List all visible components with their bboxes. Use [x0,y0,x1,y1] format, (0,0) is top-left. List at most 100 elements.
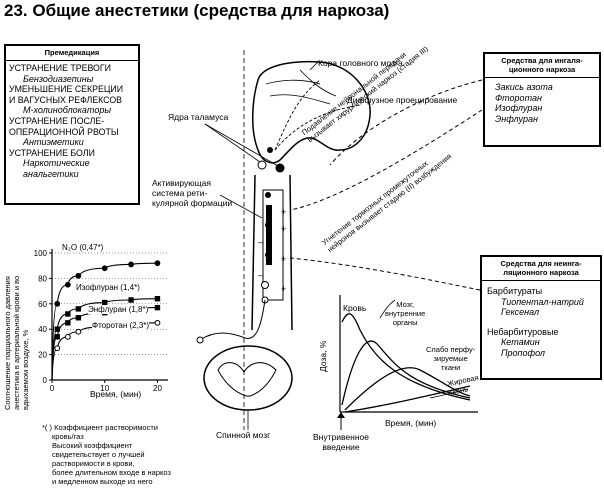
svg-text:+: + [281,254,286,264]
g1-point [154,304,161,311]
g2-xlabel: Время, (мин) [385,418,437,428]
cortex-outline [251,60,371,164]
nonbarbiturates-title: Небарбитуровые [487,326,559,337]
grey-matter [217,362,277,397]
g1-curve-label: Энфлуран (1,8*) [88,305,149,314]
g2-fat-pointer [429,388,469,399]
page-title: 23. Общие анестетики (средства для нарко… [4,1,390,20]
g1-point [75,306,82,312]
drug-item: Кетамин [501,337,540,348]
svg-text:–: – [258,270,263,280]
premedication-line: ОПЕРАЦИОННОЙ РВОТЫ [9,126,119,137]
g2-brain-label: Мозг, внутренние органы [385,300,426,327]
inhalational-arrow-2 [289,109,483,211]
g1-point [64,281,71,288]
g1-curve-label: Изофлуран (1,4*) [76,283,140,292]
cortex-pointer [309,61,319,71]
cortex-folds [265,69,337,105]
thalamus-nucleus-1 [257,160,267,170]
thalamus-label: Ядра таламуса [168,112,229,122]
g2-ylabel: Доза, % [318,340,328,372]
drug-item: Закись азота [495,82,553,92]
g1-point [154,260,161,267]
g1-point [64,333,71,340]
inhalational-box: Средства для ингаля- ционного наркоза За… [483,52,601,147]
g1-point [128,297,134,303]
drug-item: Фторотан [495,92,542,103]
g1-ytick-label: 100 [34,249,48,258]
svg-text:+: + [281,224,286,234]
g1-xtick-label: 0 [50,384,55,393]
reticular-pointer [219,194,263,219]
thalamus-nucleus-3 [267,147,273,153]
g1-ytick-label: 60 [38,300,47,309]
g1-point [65,311,71,317]
g1-xtick-label: 10 [100,384,109,393]
brainstem-outline [251,174,293,331]
diffuse-label: Диффузное проецирование [347,95,458,105]
g1-ytick-label: 80 [38,274,47,283]
g1-ytick-label: 20 [38,351,47,360]
g2-brain-pointer [379,299,396,319]
premedication-line: И ВАГУСНЫХ РЕФЛЕКСОВ [9,94,123,105]
g1-point [102,299,108,306]
svg-text:–: – [258,237,263,247]
diffuse-projection [274,79,361,151]
g1-point [54,345,61,352]
g1-point [75,315,82,321]
cortex-label: Кора головного мозга [318,58,403,68]
premedication-line: УМЕНЬШЕНИЕ СЕКРЕЦИИ [9,84,124,95]
barbiturates-title: Барбитураты [487,286,543,296]
g1-point [54,300,61,307]
noninhalational-header: Средства для неинга- ляционного наркоза [482,257,600,281]
noninhalational-box: Средства для неинга- ляционного наркоза … [480,255,602,380]
premedication-line: УСТРАНЕНИЕ БОЛИ [9,147,95,158]
drug-item: Энфлуран [495,113,538,124]
g1-point [128,261,134,268]
g1-point [65,320,71,326]
g1-point [154,319,161,326]
thalamus-pointer-2 [204,123,279,167]
g2-brain-curve [341,340,471,406]
g1-ylabel: Соотношение парциального давления анесте… [3,275,30,410]
inhalational-header: Средства для ингаля- ционного наркоза [485,54,599,78]
premedication-line: Наркотические [23,158,90,169]
inhalational-arrow-1 [329,79,483,166]
g1-point [75,328,82,335]
spinal-label: Спинной мозг [216,430,271,440]
premedication-line: Антиэметики [23,137,84,148]
g1-xtick-label: 20 [153,384,162,393]
premedication-line: УСТРАНЕНИЕ ПОСЛЕ- [9,115,105,126]
drug-item: Изофлуран [495,103,543,114]
g1-ytick-label: 40 [38,325,47,334]
reticular-label: Активирующая система рети- кулярной форм… [152,178,233,208]
g2-blood-curve [341,313,471,401]
reticular-column [262,189,284,301]
reticular-core [266,205,272,265]
g2-blood-label: Кровь [343,303,367,313]
g2-iv-label: Внутривенное введение [313,432,369,452]
g1-footnote: *( ) Коэффициент растворимости кровь/газ… [42,423,171,486]
sensory-pathway [199,299,266,341]
g1-curve-label: N₂O (0,47*) [62,243,104,252]
premedication-line: анальгетики [23,168,79,179]
g1-xlabel: Время, (мин) [90,389,142,399]
g2-lowperf-label: Слабо перфу- зируемые ткани [426,345,476,372]
premedication-line: Бензодиазепины [23,73,94,84]
g1-point [154,296,161,302]
g1-point [54,334,60,340]
drug-item: Тиопентал-натрий [501,296,584,307]
thalamus-pointer-1 [204,123,261,163]
drug-item: Пропофол [501,347,545,358]
g1-ytick-label: 0 [43,376,48,385]
svg-text:+: + [281,207,286,217]
svg-text:+: + [281,284,286,294]
g1-point [75,272,82,279]
